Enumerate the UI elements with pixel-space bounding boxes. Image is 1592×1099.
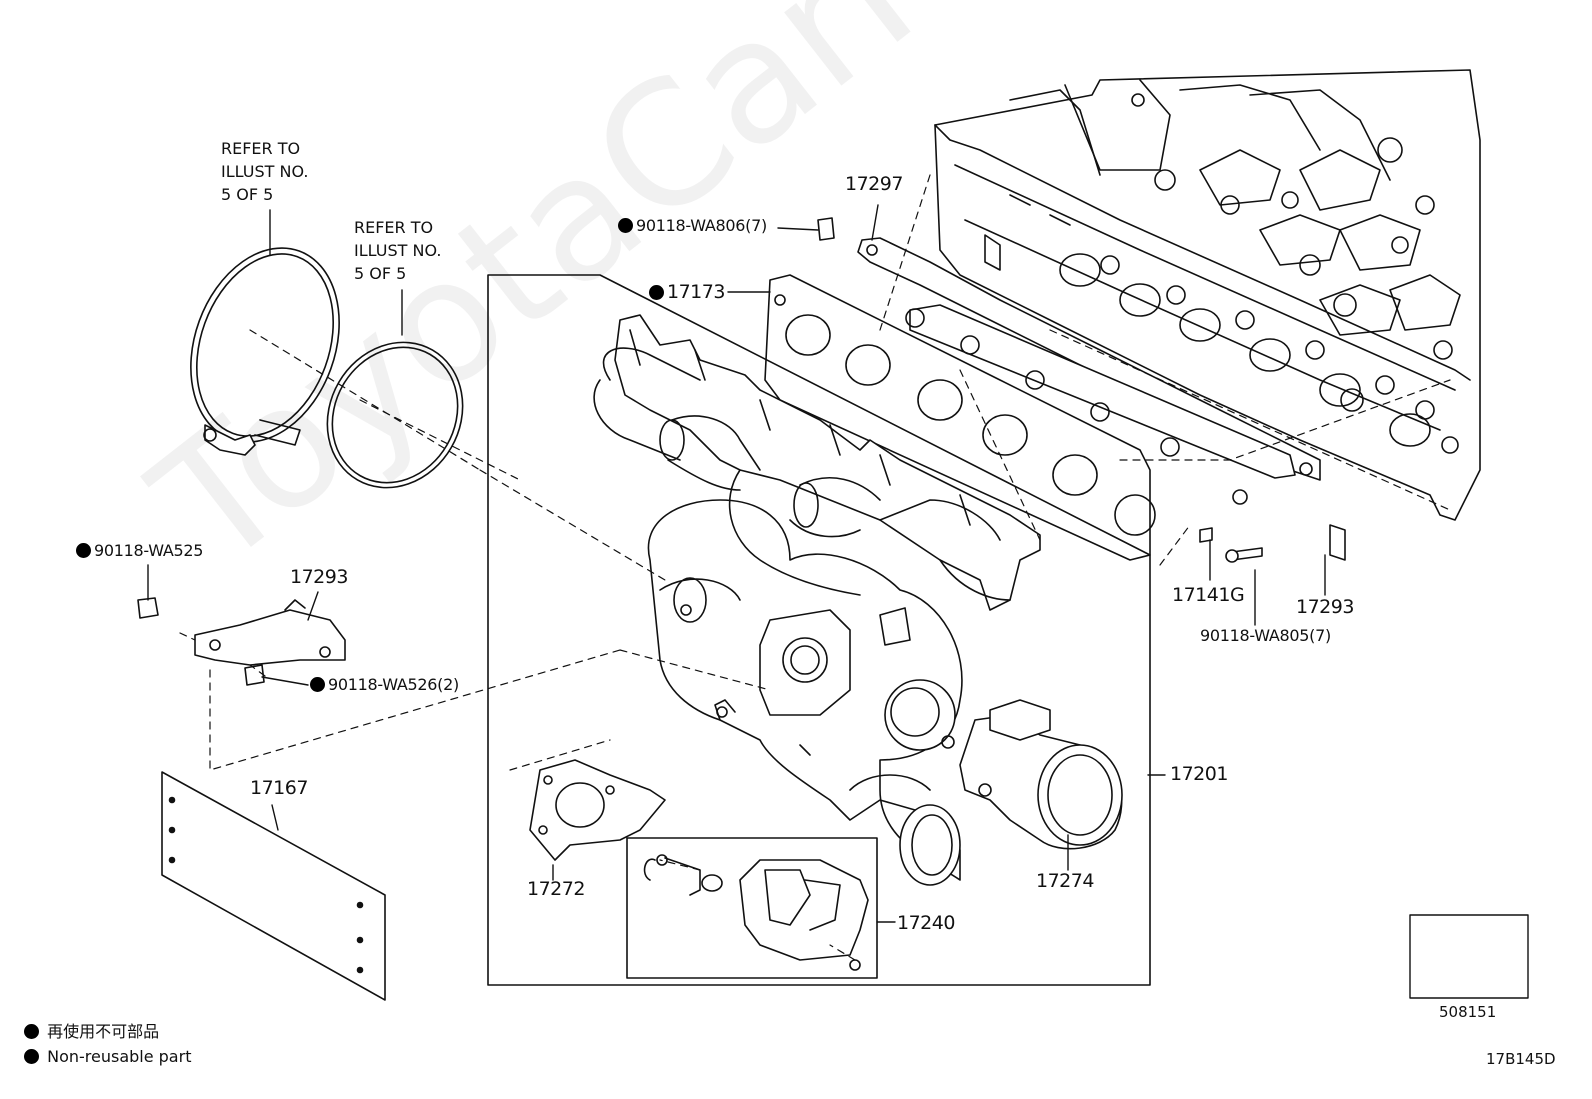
label-17272: 17272 bbox=[527, 878, 585, 900]
assembly-frame-17201 bbox=[487, 274, 1151, 986]
guide-lines bbox=[179, 174, 1451, 961]
refer-note-ring: REFER TO ILLUST NO. 5 OF 5 bbox=[354, 218, 442, 283]
non-reusable-dot-icon bbox=[618, 218, 633, 233]
non-reusable-dot-icon bbox=[24, 1049, 39, 1064]
label-17173-text: 17173 bbox=[667, 281, 725, 303]
non-reusable-dot-icon bbox=[76, 543, 91, 558]
stud-and-bolt bbox=[817, 217, 1263, 563]
label-90118-wa525-text: 90118-WA525 bbox=[94, 541, 204, 560]
legend-en-text: Non-reusable part bbox=[47, 1047, 192, 1066]
legend-jp: 再使用不可部品 bbox=[24, 1024, 159, 1040]
gasket-17173 bbox=[764, 274, 1156, 561]
leader-lines bbox=[147, 204, 1326, 923]
seal-ring bbox=[326, 341, 464, 489]
bracket-17293-left bbox=[137, 597, 346, 686]
legend-jp-text: 再使用不可部品 bbox=[47, 1022, 160, 1041]
insulation-plate-17167 bbox=[161, 771, 386, 1001]
insulator-17272 bbox=[529, 759, 666, 861]
label-17240: 17240 bbox=[897, 912, 955, 934]
label-17293-right: 17293 bbox=[1296, 596, 1354, 618]
outlet-elbow-17274 bbox=[959, 699, 1123, 850]
label-17297: 17297 bbox=[845, 173, 903, 195]
code-box bbox=[1409, 914, 1529, 999]
turbocharger bbox=[647, 469, 963, 886]
label-17274: 17274 bbox=[1036, 870, 1094, 892]
label-17173: 17173 bbox=[649, 283, 725, 302]
label-17293-left: 17293 bbox=[290, 566, 348, 588]
refer-note-clamp: REFER TO ILLUST NO. 5 OF 5 bbox=[221, 139, 309, 204]
label-90118-wa525: 90118-WA525 bbox=[76, 543, 203, 559]
label-90118-wa806: 90118-WA806(7) bbox=[618, 218, 767, 234]
label-90118-wa526-text: 90118-WA526(2) bbox=[328, 675, 459, 694]
clamp-band bbox=[190, 247, 340, 456]
label-90118-wa805: 90118-WA805(7) bbox=[1200, 626, 1331, 645]
label-90118-wa806-text: 90118-WA806(7) bbox=[636, 216, 767, 235]
illustration-id: 17B145D bbox=[1486, 1050, 1556, 1068]
actuator-17240 bbox=[643, 854, 869, 971]
legend-en: Non-reusable part bbox=[24, 1049, 191, 1065]
non-reusable-dot-icon bbox=[649, 285, 664, 300]
heat-shield-rail bbox=[905, 304, 1296, 505]
exhaust-manifold bbox=[593, 314, 1041, 611]
cylinder-head bbox=[934, 69, 1481, 521]
non-reusable-dot-icon bbox=[24, 1024, 39, 1039]
label-17167: 17167 bbox=[250, 777, 308, 799]
code-box-number: 508151 bbox=[1439, 1003, 1497, 1021]
label-17201: 17201 bbox=[1170, 763, 1228, 785]
label-17141g: 17141G bbox=[1172, 584, 1245, 606]
label-90118-wa526: 90118-WA526(2) bbox=[310, 677, 459, 693]
non-reusable-dot-icon bbox=[310, 677, 325, 692]
